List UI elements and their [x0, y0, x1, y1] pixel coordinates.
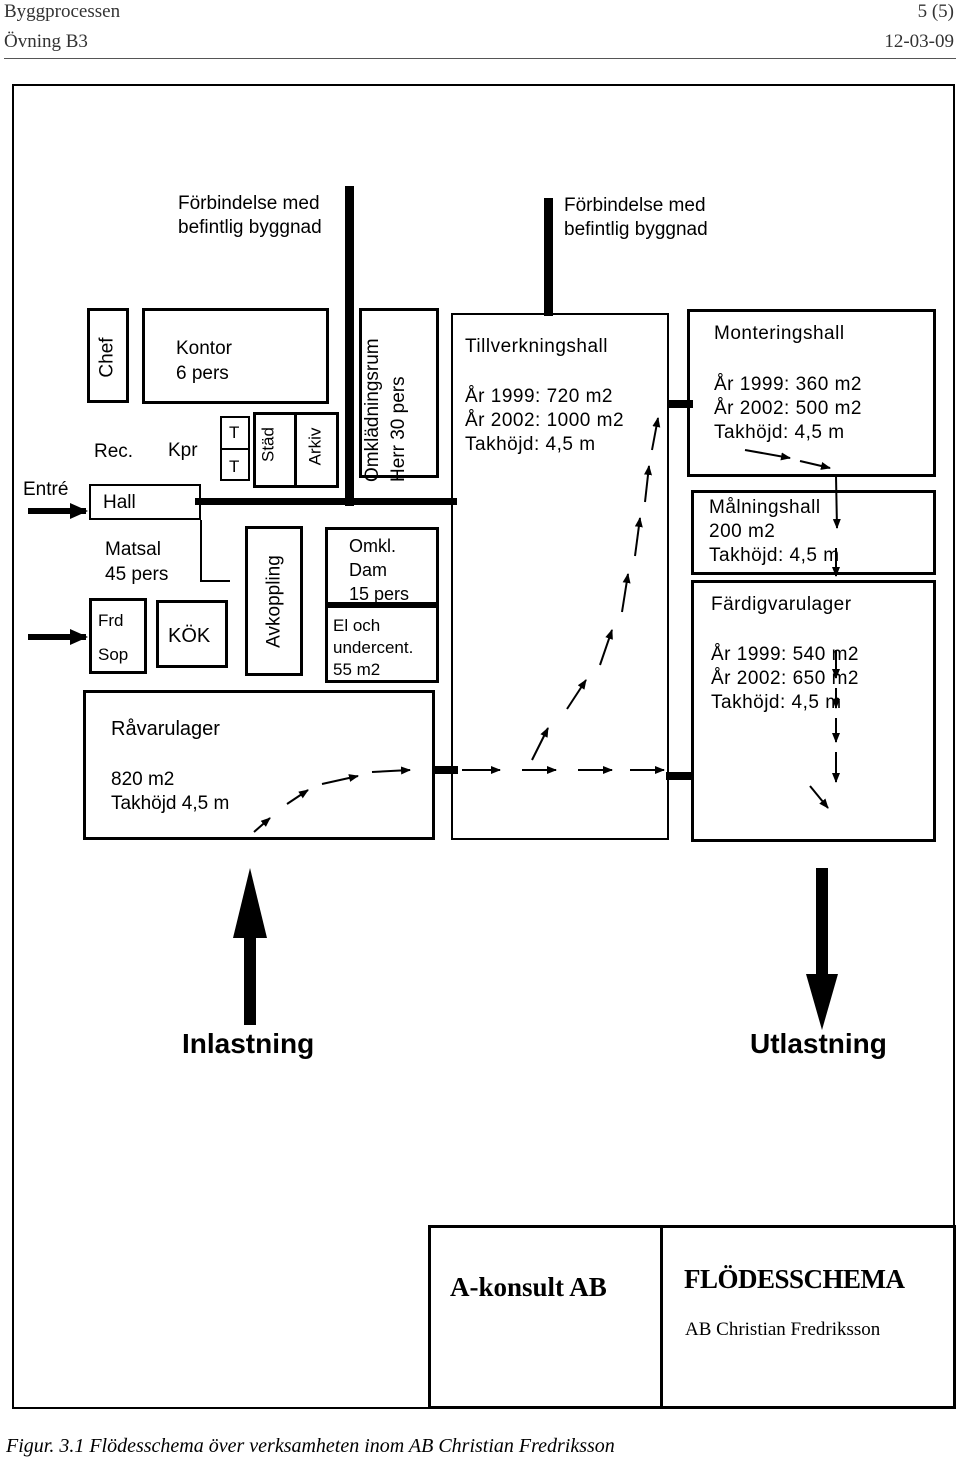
title-block-divider [660, 1225, 663, 1409]
room-ravarulager [83, 690, 435, 840]
matsal-wall [200, 520, 230, 582]
room-t2-label: T [229, 457, 240, 476]
door-mark-montering [667, 400, 693, 408]
entrance-label: Entré [23, 479, 69, 500]
room-monteringshall-label: Monteringshall [714, 323, 845, 344]
room-tillverkningshall [451, 313, 669, 840]
title-block-title: FLÖDESSCHEMA [684, 1264, 905, 1294]
title-block-client: AB Christian Fredriksson [685, 1319, 881, 1340]
door-mark-fardigvarulager [666, 772, 692, 780]
room-t1-label: T [229, 423, 240, 442]
utlastning-label: Utlastning [750, 1028, 887, 1059]
room-omkl-herr [359, 308, 439, 478]
room-chef [87, 308, 129, 403]
room-monteringshall [687, 309, 936, 477]
room-kpr-label: Kpr [168, 440, 198, 461]
room-frd-label: Frd [98, 611, 124, 630]
room-fardigvarulager [691, 580, 936, 842]
room-sop-label: Sop [98, 645, 129, 664]
corridor-wall [195, 498, 457, 505]
header-date: 12-03-09 [884, 31, 954, 52]
connection-left-bar [345, 186, 354, 506]
figure-caption: Figur. 3.1 Flödesschema över verksamhete… [6, 1435, 615, 1457]
room-frd-sop [89, 598, 147, 674]
stad-arkiv-divider [294, 412, 297, 488]
room-fardigvarulager-label: Färdigvarulager [711, 594, 852, 615]
room-kok [156, 600, 228, 668]
room-omkl-dam [325, 527, 439, 605]
room-tillverkningshall-label: Tillverkningshall [465, 336, 608, 357]
title-block-company: A-konsult AB [450, 1272, 607, 1302]
toilet-divider [220, 448, 250, 450]
room-malningshall [691, 490, 936, 575]
room-avkoppling [245, 526, 303, 676]
door-mark-ravarulager [432, 766, 458, 774]
room-hall [89, 484, 201, 520]
room-kok-label: KÖK [168, 625, 211, 647]
header-exercise: Övning B3 [4, 31, 88, 52]
header-page: 5 (5) [917, 1, 954, 22]
header-rule [4, 58, 956, 59]
inlastning-label: Inlastning [182, 1028, 315, 1059]
header-course: Byggprocessen [4, 1, 121, 22]
room-rec-label: Rec. [94, 441, 134, 462]
room-el [325, 605, 439, 683]
inlastning-arrow [233, 868, 267, 938]
connection-right-bar [544, 198, 553, 316]
room-hall-label: Hall [103, 492, 136, 513]
utlastning-arrow [806, 974, 838, 1030]
title-block [428, 1225, 956, 1409]
room-ravarulager-label: Råvarulager [111, 718, 220, 740]
room-kontor [142, 308, 329, 404]
